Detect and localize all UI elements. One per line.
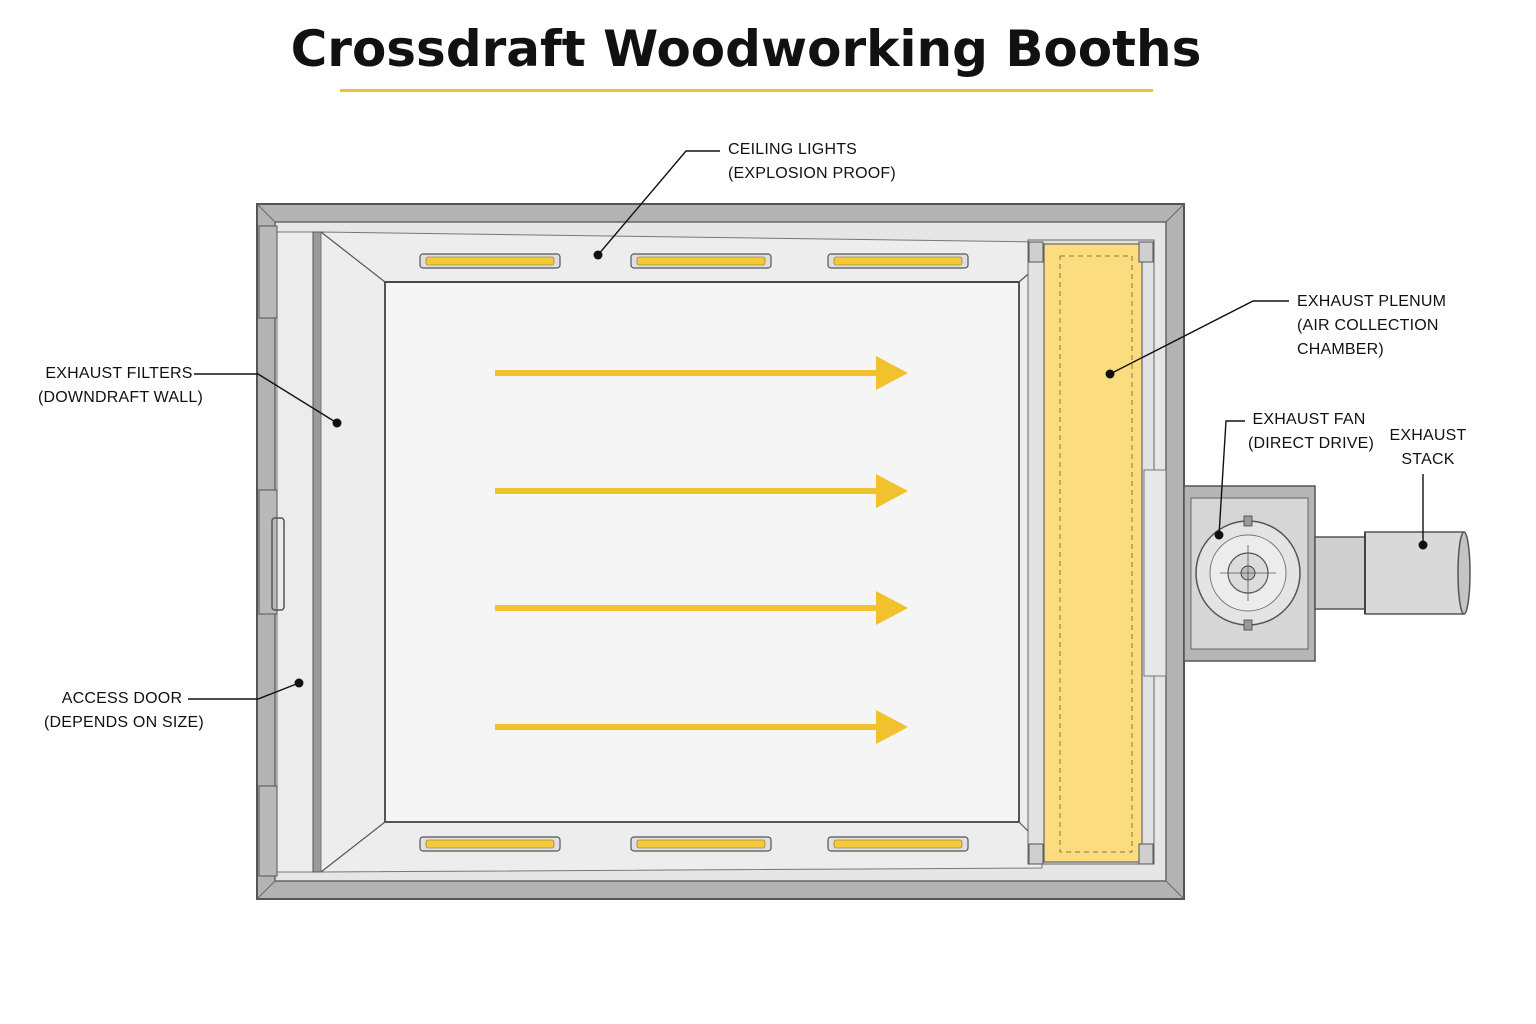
- label-line: CHAMBER): [1297, 341, 1384, 358]
- label-exhaust-filters: EXHAUST FILTERS (DOWNDRAFT WALL): [38, 362, 203, 410]
- label-exhaust-fan: EXHAUST FAN (DIRECT DRIVE): [1248, 408, 1375, 456]
- ceiling-light: [419, 836, 561, 852]
- leader-access-door: [188, 678, 304, 700]
- label-exhaust-stack: EXHAUST STACK: [1385, 424, 1471, 472]
- exhaust-fan: [1183, 485, 1316, 662]
- label-access-door: ACCESS DOOR (DEPENDS ON SIZE): [44, 687, 204, 735]
- ceiling-light: [827, 836, 969, 852]
- label-line: (DOWNDRAFT WALL): [38, 389, 203, 406]
- label-line: STACK: [1401, 451, 1455, 468]
- booth-interior: [320, 231, 1043, 873]
- airflow-arrow: [495, 356, 908, 390]
- label-line: EXHAUST: [1389, 427, 1467, 444]
- exhaust-stack: [1314, 531, 1471, 615]
- label-line: ACCESS DOOR: [61, 690, 183, 707]
- leader-ceiling-lights: [593, 150, 720, 260]
- leader-exhaust-plenum: [1105, 300, 1289, 379]
- ceiling-light: [419, 253, 561, 269]
- label-line: CEILING LIGHTS: [728, 141, 858, 158]
- ceiling-light: [630, 836, 772, 852]
- ceiling-light: [630, 253, 772, 269]
- airflow-arrows: [495, 356, 908, 744]
- label-line: (AIR COLLECTION: [1297, 317, 1439, 334]
- label-exhaust-plenum: EXHAUST PLENUM (AIR COLLECTION CHAMBER): [1297, 290, 1446, 362]
- leader-exhaust-filters: [194, 373, 342, 428]
- door-handle: [271, 517, 285, 611]
- leader-lines: [188, 150, 1428, 700]
- exhaust-plenum: [1027, 239, 1167, 865]
- label-line: (EXPLOSION PROOF): [728, 165, 896, 182]
- label-line: EXHAUST FILTERS: [45, 365, 193, 382]
- label-line: (DEPENDS ON SIZE): [44, 714, 204, 731]
- airflow-arrow: [495, 591, 908, 625]
- ceiling-light: [827, 253, 969, 269]
- label-line: (DIRECT DRIVE): [1248, 435, 1375, 452]
- label-ceiling-lights: CEILING LIGHTS (EXPLOSION PROOF): [728, 138, 896, 186]
- title-underline: [340, 89, 1153, 92]
- page-title: Crossdraft Woodworking Booths: [290, 20, 1202, 78]
- ceiling-lights: [419, 253, 969, 852]
- airflow-arrow: [495, 474, 908, 508]
- label-line: EXHAUST PLENUM: [1297, 293, 1447, 310]
- access-door: [258, 225, 314, 877]
- label-line: EXHAUST FAN: [1252, 411, 1366, 428]
- leader-exhaust-fan: [1214, 420, 1245, 540]
- airflow-arrow: [495, 710, 908, 744]
